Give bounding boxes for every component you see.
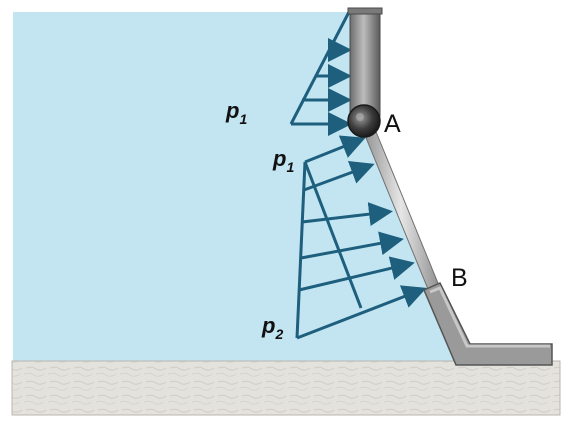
lower-pressure-arrow (303, 160, 375, 192)
gate-base-highlight (429, 286, 550, 348)
lower-pressure-arrow (300, 231, 404, 260)
label-p1-upper: p1 (225, 98, 247, 127)
ground-base (11, 360, 561, 416)
lower-pressure-arrow (296, 285, 427, 340)
lower-trapezoid-top (304, 135, 366, 164)
upper-triangle-hypotenuse (289, 9, 352, 125)
lower-trapezoid-outer-edge (295, 161, 307, 339)
label-p2: p2 (261, 313, 283, 342)
vertical-wall (349, 9, 381, 117)
lower-pressure-diagram (295, 135, 427, 340)
label-p1-lower: p1 (272, 146, 294, 175)
upper-pressure-diagram (289, 9, 352, 136)
label-point-b: B (451, 264, 468, 292)
lower-pressure-arrow (298, 256, 415, 292)
hinge-pin-icon (347, 104, 381, 138)
label-point-a: A (384, 110, 401, 138)
vertical-wall-cap (347, 7, 383, 15)
lower-pressure-arrow (301, 202, 393, 227)
